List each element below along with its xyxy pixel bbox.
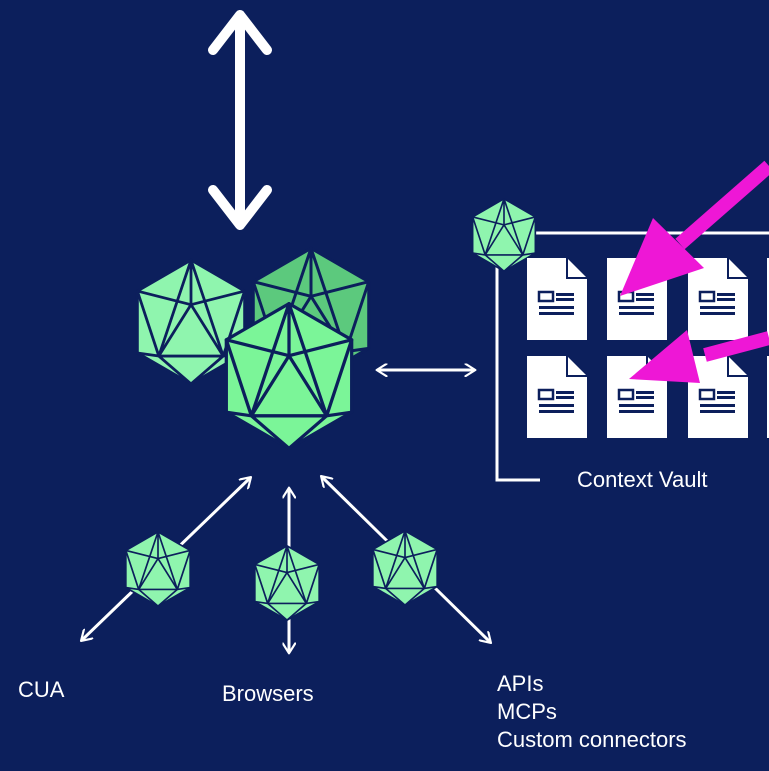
browsers-label: Browsers bbox=[222, 681, 314, 706]
top-double-arrow bbox=[208, 10, 272, 230]
pointer-arrows bbox=[620, 160, 769, 383]
apis-line: APIs bbox=[497, 671, 544, 696]
apis-label: APIs MCPs Custom connectors bbox=[497, 670, 687, 754]
mcps-line: MCPs bbox=[497, 699, 557, 724]
icosahedron-icon bbox=[253, 544, 321, 622]
tool-nodes bbox=[124, 529, 439, 622]
document-icon bbox=[525, 258, 589, 340]
document-icon bbox=[686, 356, 750, 438]
icosahedron-icon bbox=[371, 529, 439, 607]
custom-connectors-line: Custom connectors bbox=[497, 727, 687, 752]
context-vault-label: Context Vault bbox=[577, 467, 708, 492]
context-vault bbox=[471, 197, 769, 482]
icosahedron-icon bbox=[471, 197, 537, 273]
cua-label: CUA bbox=[18, 677, 65, 702]
document-icon bbox=[525, 356, 589, 438]
agent-cluster bbox=[135, 246, 371, 451]
